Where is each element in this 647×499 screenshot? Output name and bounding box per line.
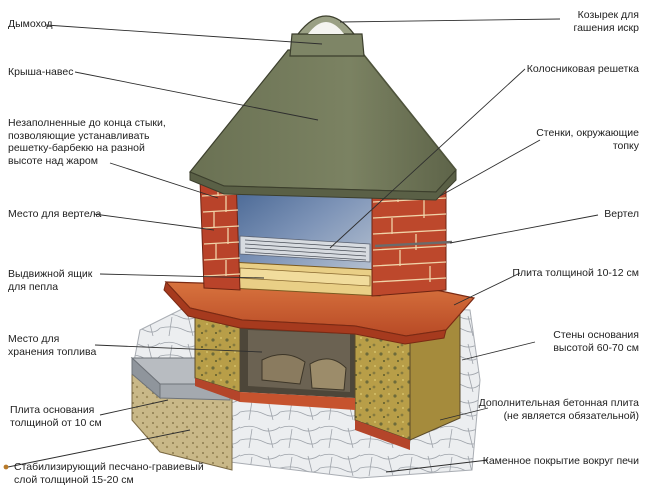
bullet-marker xyxy=(3,464,9,470)
label-grate: Колосниковая решетка xyxy=(526,63,639,75)
label-fuel-storage: Место для хранения топлива xyxy=(8,333,97,358)
label-stone-cover: Каменное покрытие вокруг печи xyxy=(482,455,639,467)
label-base-walls: Стены основания высотой 60-70 см xyxy=(553,329,639,354)
label-ash-drawer: Выдвижной ящик для пепла xyxy=(8,268,93,293)
roof-canopy xyxy=(189,49,457,201)
label-spit-place: Место для вертела xyxy=(8,208,102,220)
label-firebox-walls: Стенки, окружающие топку xyxy=(536,127,639,152)
label-roof: Крыша-навес xyxy=(8,66,74,78)
counter-slab xyxy=(163,280,476,345)
label-concrete-slab: Дополнительная бетонная плита (не являет… xyxy=(478,397,639,422)
base-walls xyxy=(194,311,461,450)
leader-lines xyxy=(7,18,599,473)
chimney xyxy=(289,15,365,57)
foundation xyxy=(130,356,233,471)
label-gaps: Незаполненные до конца стыки, позволяющи… xyxy=(8,117,166,167)
label-base-slab: Плита основания толщиной от 10 см xyxy=(10,404,102,429)
label-spit: Вертел xyxy=(604,208,639,220)
label-spark-hood: Козырек для гашения искр xyxy=(573,9,639,34)
firebox xyxy=(224,178,381,297)
label-chimney: Дымоход xyxy=(8,18,53,30)
label-slab: Плита толщиной 10-12 см xyxy=(512,267,639,279)
label-sand-gravel: Стабилизирующий песчано-гравиевый слой т… xyxy=(14,461,204,486)
brick-columns xyxy=(199,177,453,297)
